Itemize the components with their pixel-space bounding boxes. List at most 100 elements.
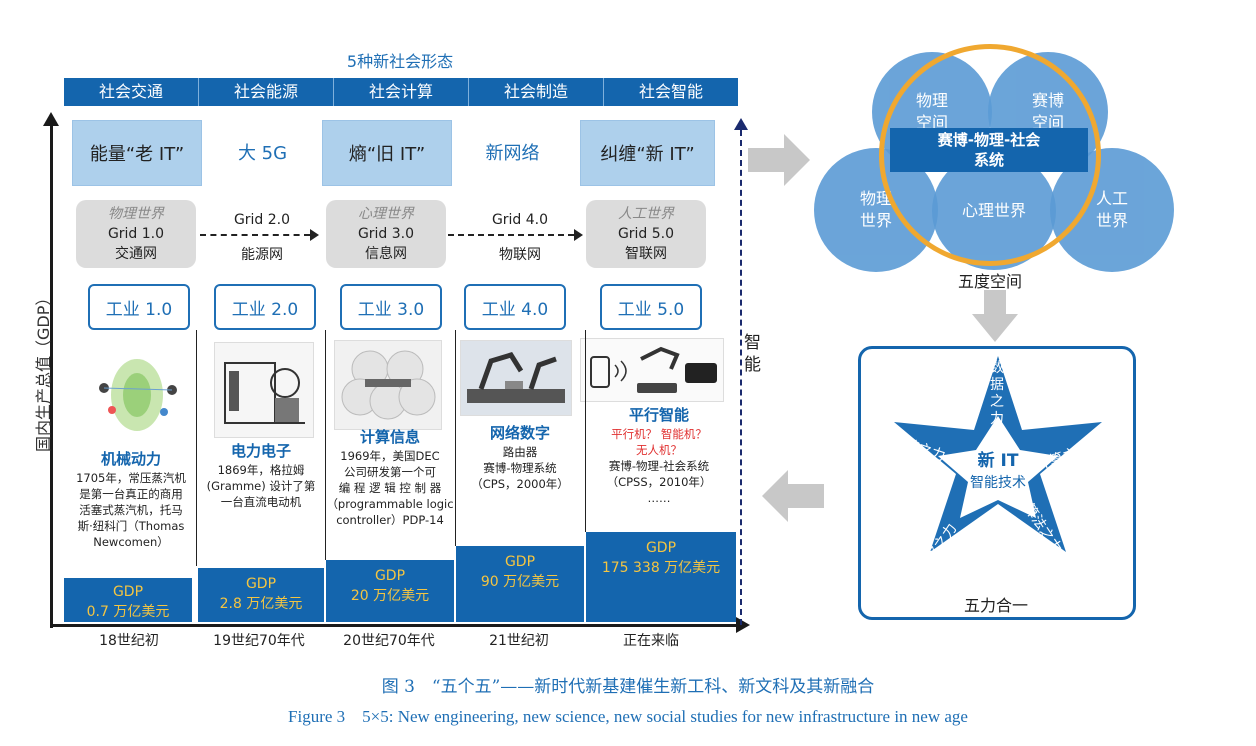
era-line: 公司研发第一个可 [344,465,436,479]
era-title-electric: 电力电子 [230,442,291,460]
dashed-arrow [448,234,574,236]
grid-box-5: 人工世界 Grid 5.0 智联网 [586,200,706,268]
grid-label: Grid 4.0 [491,212,549,228]
y-axis-arrow [43,112,59,126]
industry-box-2: 工业 2.0 [214,284,316,330]
it-box-entropy: 熵“旧 IT” [322,120,452,186]
x-label: 20世纪70年代 [343,633,435,649]
electric-image [214,342,314,438]
gdp-block-3: GDP 20 万亿美元 [326,560,454,622]
orange-ring [879,44,1101,266]
grid-plain-2: Grid 2.0 能源网 [212,210,312,266]
header-cell: 社会智能 [638,82,703,101]
grid-label: Grid 2.0 [233,212,291,228]
net-label: 能源网 [241,247,283,263]
column-divider [455,330,456,546]
industry-box-5: 工业 5.0 [600,284,702,330]
cps-system-box: 赛博-物理-社会 系统 [890,128,1088,172]
net-label: 智联网 [625,246,667,262]
arrow-head [574,229,583,241]
new-it-title: 新 IT [977,451,1019,471]
era-line: 平行机？ 智能机？ [611,427,707,441]
net-label: 信息网 [365,246,407,262]
era-line: 1969年，美国DEC [340,449,440,463]
y-axis [50,118,53,628]
computing-image [334,340,442,430]
it-box-new-it: 纠缠“新 IT” [580,120,715,186]
era-line: （CPSS，2010年） [606,475,712,489]
column-divider [196,330,197,566]
left-arrow-icon [762,470,824,522]
era-line: 赛博-物理系统 [483,461,557,475]
x-label: 18世纪初 [99,633,159,649]
gdp-value: 0.7 万亿美元 [86,604,170,620]
x-axis-arrow [736,617,750,633]
grid-box-1: 物理世界 Grid 1.0 交通网 [76,200,196,268]
header-cell: 社会交通 [64,78,199,106]
arrow-head [310,229,319,241]
era-title-parallel: 平行智能 [628,406,689,424]
force-data: 数据之力 [990,360,1004,427]
industry-box-1: 工业 1.0 [88,284,190,330]
grid-label: Grid 1.0 [107,226,165,242]
net-label: 交通网 [115,246,157,262]
x-label: 21世纪初 [489,633,549,649]
gdp-block-4: GDP 90 万亿美元 [456,546,584,622]
era-title-computing: 计算信息 [359,428,420,446]
gdp-label: GDP [245,576,277,592]
gdp-value: 20 万亿美元 [350,588,430,604]
header-cell: 社会计算 [334,78,469,106]
era-line: Newcomen） [93,535,169,549]
industry-box-4: 工业 4.0 [464,284,566,330]
era-line: 无人机？ [636,443,682,457]
mechanical-image [92,340,182,440]
era-line: （programmable logic [326,497,454,511]
era-text-mechanical: 1705年，常压蒸汽机 是第一台真正的商用 活塞式蒸汽机，托马 斯·纽科门（Th… [66,470,196,550]
gdp-label: GDP [504,554,536,570]
era-line: 赛博-物理-社会系统 [608,459,710,473]
top-title: 5种新社会形态 [346,52,454,71]
era-line: …… [647,491,671,505]
era-line: （CPS，2000年） [471,477,569,491]
era-title-mechanical: 机械动力 [100,450,161,468]
gdp-label: GDP [645,540,677,556]
grid-label: Grid 5.0 [617,226,675,242]
five-spaces-label: 五度空间 [957,272,1022,291]
down-arrow-icon [972,290,1018,342]
era-text-electric: 1869年，格拉姆 (Gramme) 设计了第 一台直流电动机 [198,462,324,510]
gdp-value: 175 338 万亿美元 [601,560,721,576]
x-label: 19世纪70年代 [213,633,305,649]
era-text-parallel: 赛博-物理-社会系统 （CPSS，2010年） …… [586,458,732,506]
column-divider [325,330,326,560]
era-line: 一台直流电动机 [220,495,302,509]
gdp-block-2: GDP 2.8 万亿美元 [198,568,324,622]
gdp-label: GDP [112,584,144,600]
x-label: 正在来临 [623,633,679,649]
intelligence-axis-arrow [734,118,748,130]
world-label: 人工世界 [618,206,674,222]
era-line: 1869年，格拉姆 [217,463,305,477]
grid-label: Grid 3.0 [357,226,415,242]
industry-box-3: 工业 3.0 [340,284,442,330]
caption-english: Figure 3 5×5: New engineering, new scien… [288,707,968,726]
era-text-computing: 1969年，美国DEC 公司研发第一个可 编 程 逻 辑 控 制 器 （prog… [326,448,454,528]
era-title-network: 网络数字 [489,424,550,442]
gdp-label: GDP [374,568,406,584]
parallel-image [580,338,724,402]
era-line: 编 程 逻 辑 控 制 器 [338,481,442,495]
grid-box-3: 心理世界 Grid 3.0 信息网 [326,200,446,268]
header-cell: 社会制造 [469,78,604,106]
header-bar: 社会交通 社会能源 社会计算 社会制造 社会智能 [64,78,738,106]
it-box-old-it: 能量“老 IT” [72,120,202,186]
gdp-value: 90 万亿美元 [480,574,560,590]
gdp-block-1: GDP 0.7 万亿美元 [64,578,192,622]
era-text-network: 路由器 赛博-物理系统 （CPS，2000年） [456,444,584,492]
it-new-network: 新网络 [485,143,540,164]
era-line: 活塞式蒸汽机，托马 [79,503,183,517]
era-line: (Gramme) 设计了第 [206,479,316,493]
era-line: 1705年，常压蒸汽机 [76,471,186,485]
caption-chinese: 图 3 “五个五”——新时代新基建催生新工科、新文科及其新融合 [381,677,875,697]
world-label: 心理世界 [358,206,414,222]
five-forces-label: 五力合一 [963,596,1028,615]
network-image [460,340,572,416]
